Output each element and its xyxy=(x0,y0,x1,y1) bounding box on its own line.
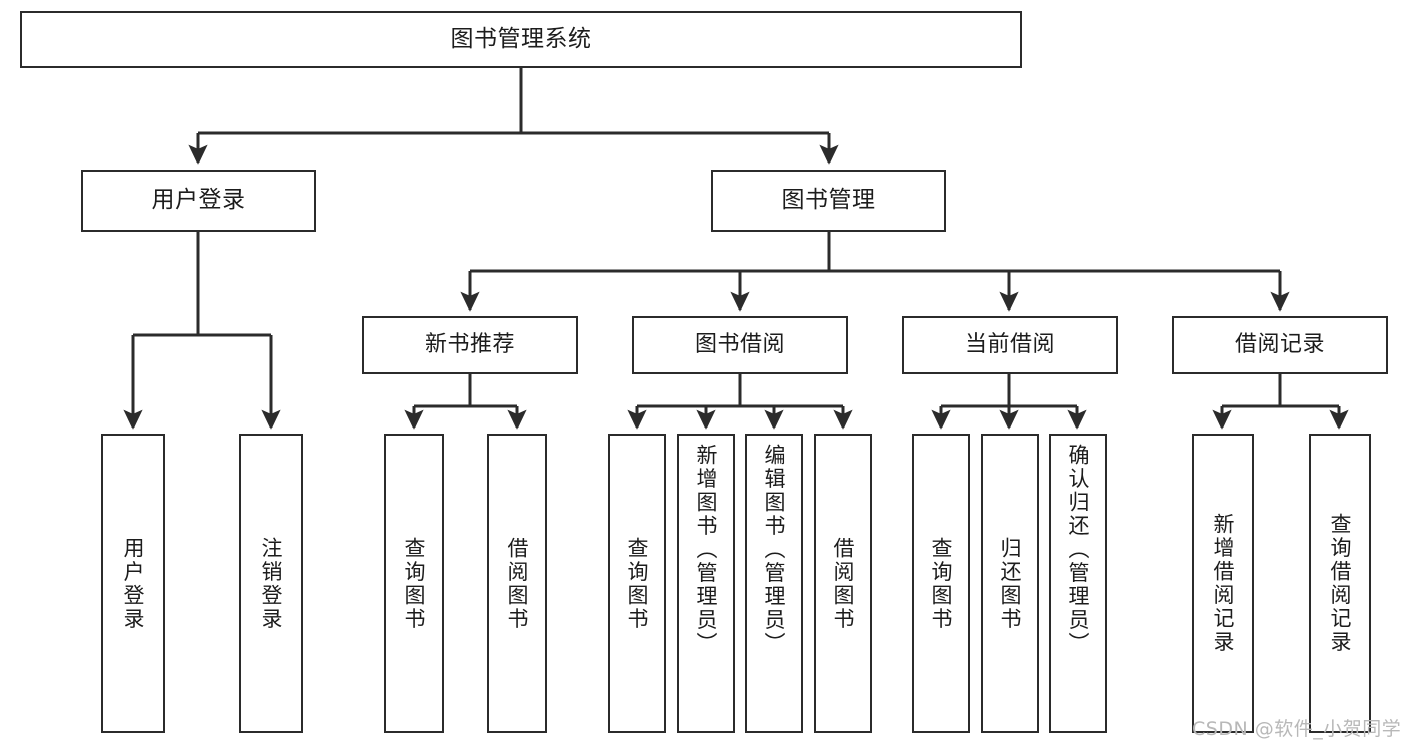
node-label: 用户登录 xyxy=(121,536,146,631)
node-book-management[interactable]: 图书管理 xyxy=(711,170,946,232)
leaf-logout-login[interactable]: 注销登录 xyxy=(239,434,303,733)
node-label: 查询图书 xyxy=(929,536,954,631)
node-root-book-management-system[interactable]: 图书管理系统 xyxy=(20,11,1022,68)
leaf-add-borrow-record[interactable]: 新增借阅记录 xyxy=(1192,434,1254,733)
node-label: 新增借阅记录 xyxy=(1211,513,1236,654)
node-label: 图书借阅 xyxy=(694,332,785,358)
node-label: 借阅图书 xyxy=(505,536,530,631)
leaf-query-borrow-record[interactable]: 查询借阅记录 xyxy=(1309,434,1371,733)
node-label: 借阅记录 xyxy=(1234,332,1325,358)
node-label: 图书管理系统 xyxy=(450,25,592,52)
leaf-return-book[interactable]: 归还图书 xyxy=(981,434,1039,733)
leaf-confirm-return-admin[interactable]: 确认归还（管理员） xyxy=(1049,434,1107,733)
node-new-book-recommend[interactable]: 新书推荐 xyxy=(362,316,578,374)
node-label: 确认归还（管理员） xyxy=(1066,444,1091,656)
node-book-borrow[interactable]: 图书借阅 xyxy=(632,316,848,374)
leaf-query-book-recommend[interactable]: 查询图书 xyxy=(384,434,444,733)
node-user-login[interactable]: 用户登录 xyxy=(81,170,316,232)
node-label: 用户登录 xyxy=(151,187,246,214)
leaf-add-book-admin[interactable]: 新增图书（管理员） xyxy=(677,434,735,733)
node-label: 查询图书 xyxy=(402,536,427,631)
leaf-query-book-borrow[interactable]: 查询图书 xyxy=(608,434,666,733)
node-label: 图书管理 xyxy=(781,187,876,214)
node-label: 查询图书 xyxy=(625,536,650,631)
node-borrow-record[interactable]: 借阅记录 xyxy=(1172,316,1388,374)
node-label: 借阅图书 xyxy=(831,536,856,631)
node-label: 新书推荐 xyxy=(424,332,515,358)
leaf-borrow-book-borrow[interactable]: 借阅图书 xyxy=(814,434,872,733)
node-label: 归还图书 xyxy=(998,536,1023,631)
node-label: 注销登录 xyxy=(259,536,284,631)
node-label: 当前借阅 xyxy=(964,332,1055,358)
leaf-borrow-book-recommend[interactable]: 借阅图书 xyxy=(487,434,547,733)
node-current-borrow[interactable]: 当前借阅 xyxy=(902,316,1118,374)
node-label: 查询借阅记录 xyxy=(1328,513,1353,654)
node-label: 编辑图书（管理员） xyxy=(762,444,787,656)
node-label: 新增图书（管理员） xyxy=(694,444,719,656)
csdn-watermark: CSDN @软件_小贺同学 xyxy=(1192,718,1402,740)
leaf-edit-book-admin[interactable]: 编辑图书（管理员） xyxy=(745,434,803,733)
leaf-query-book-current[interactable]: 查询图书 xyxy=(912,434,970,733)
leaf-user-login[interactable]: 用户登录 xyxy=(101,434,165,733)
